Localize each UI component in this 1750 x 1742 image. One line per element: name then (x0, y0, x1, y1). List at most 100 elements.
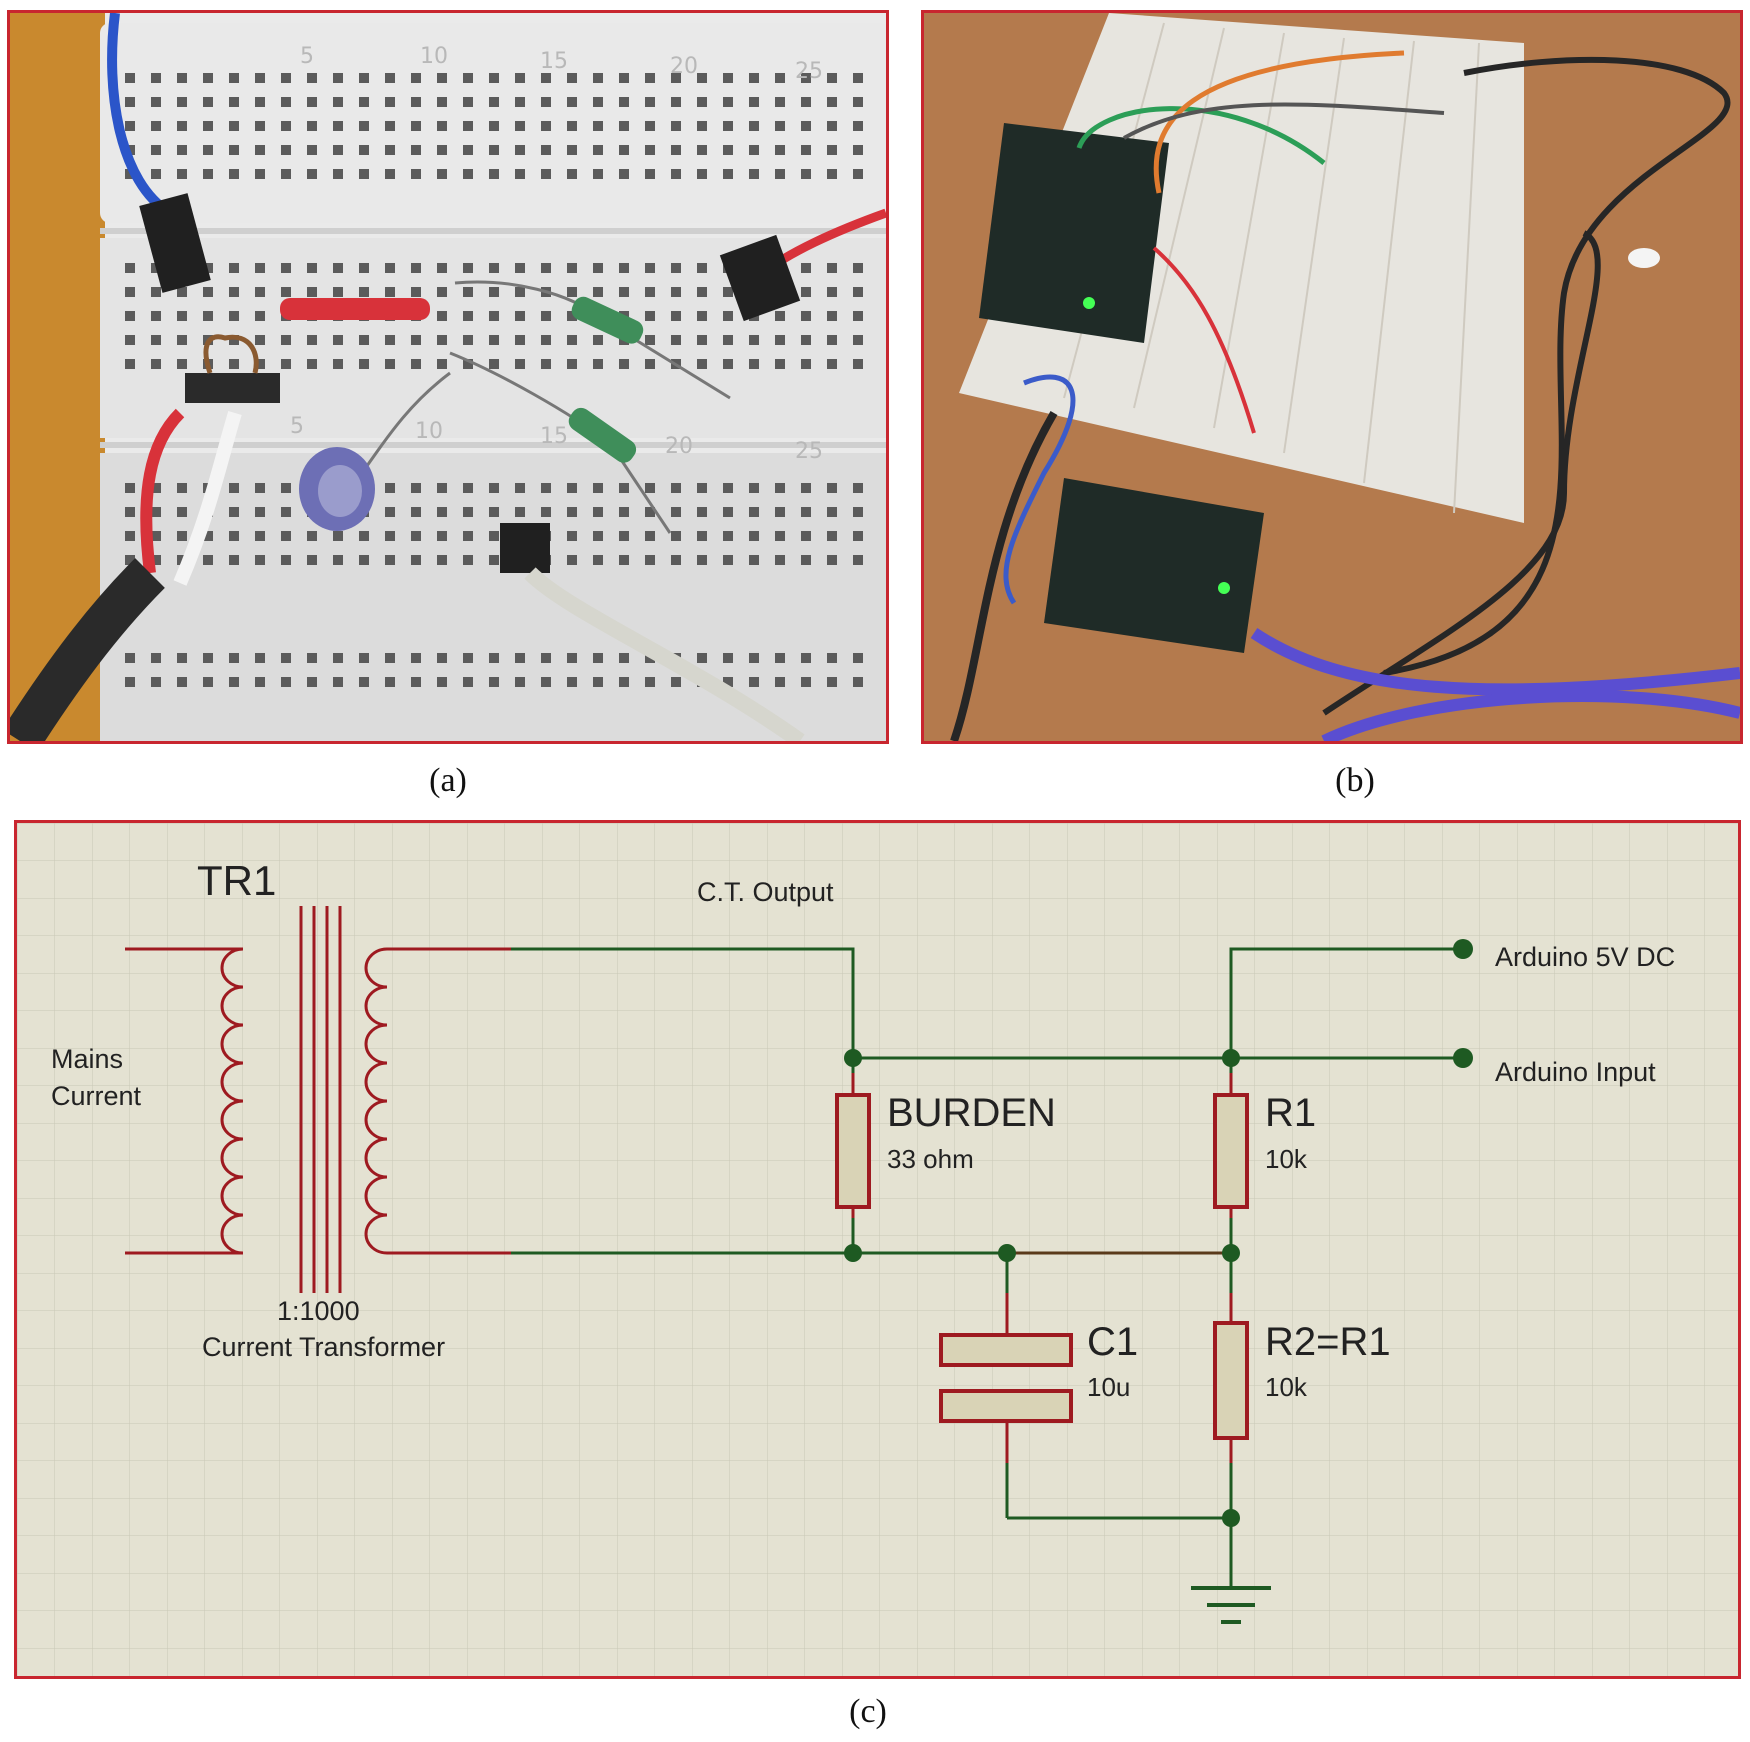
breadboard-hole (645, 263, 655, 273)
column-number: 25 (795, 439, 823, 464)
green-wire (1076, 106, 1326, 165)
breadboard-hole (749, 677, 759, 687)
breadboard-hole (801, 531, 811, 541)
breadboard-hole (515, 483, 525, 493)
breadboard-hole (775, 555, 785, 565)
breadboard-hole (177, 483, 187, 493)
breadboard-hole (151, 507, 161, 517)
breadboard-hole (541, 311, 551, 321)
breadboard-hole (255, 311, 265, 321)
breadboard-hole (801, 311, 811, 321)
breadboard-hole (489, 677, 499, 687)
circuit-schematic: TR1 Mains Current 1:1000 Current Transfo… (17, 823, 1738, 1676)
breadboard-hole (437, 531, 447, 541)
blue-wire (1003, 374, 1076, 605)
breadboard-hole (645, 555, 655, 565)
breadboard-hole (281, 121, 291, 131)
breadboard-hole (515, 287, 525, 297)
breadboard-hole (567, 555, 577, 565)
breadboard-hole (775, 73, 785, 83)
breadboard-hole (619, 169, 629, 179)
breadboard-hole (385, 121, 395, 131)
breadboard-hole (333, 121, 343, 131)
arduino-board (1044, 478, 1264, 653)
breadboard-hole (567, 73, 577, 83)
breadboard-hole (281, 263, 291, 273)
orange-wire (1153, 50, 1405, 194)
breadboard-hole (801, 335, 811, 345)
r2-value-label: 10k (1265, 1372, 1308, 1402)
breadboard-hole (359, 555, 369, 565)
breadboard-hole (749, 145, 759, 155)
breadboard-hole (281, 287, 291, 297)
breadboard-hole (489, 73, 499, 83)
breadboard-hole (359, 263, 369, 273)
terminal-5v (1453, 939, 1473, 959)
breadboard-hole (489, 263, 499, 273)
breadboard-hole (437, 73, 447, 83)
breadboard-hole (307, 97, 317, 107)
breadboard-hole (229, 263, 239, 273)
breadboard-hole (619, 287, 629, 297)
breadboard-hole (853, 507, 863, 517)
breadboard-hole (385, 263, 395, 273)
transformer-desc-label: Current Transformer (202, 1332, 445, 1362)
breadboard-hole (203, 287, 213, 297)
breadboard-hole (541, 483, 551, 493)
breadboard-hole (333, 335, 343, 345)
breadboard-hole (463, 311, 473, 321)
breadboard-hole (255, 97, 265, 107)
breadboard-hole (281, 507, 291, 517)
breadboard-hole (723, 73, 733, 83)
breadboard-hole (723, 677, 733, 687)
breadboard-hole (307, 169, 317, 179)
breadboard-hole (437, 335, 447, 345)
breadboard-hole (125, 677, 135, 687)
breadboard-hole (385, 555, 395, 565)
breadboard-hole (827, 555, 837, 565)
breadboard-hole (411, 359, 421, 369)
breadboard-hole (749, 653, 759, 663)
breadboard-hole (489, 507, 499, 517)
breadboard-hole (229, 531, 239, 541)
breadboard-hole (593, 555, 603, 565)
column-number: 10 (420, 44, 448, 69)
breadboard-hole (489, 97, 499, 107)
capacitor-c1-plate (939, 1389, 1073, 1423)
breadboard-hole (541, 359, 551, 369)
breadboard-hole (697, 145, 707, 155)
white-cable (524, 567, 805, 741)
breadboard-hole (775, 335, 785, 345)
ground-symbol (1191, 1586, 1271, 1624)
breadboard-hole (853, 73, 863, 83)
breadboard-hole (359, 335, 369, 345)
breadboard-hole (281, 335, 291, 345)
breadboard-hole (281, 531, 291, 541)
resistor (568, 407, 637, 463)
breadboard-hole (567, 677, 577, 687)
resistor (571, 296, 644, 344)
breadboard-hole (489, 483, 499, 493)
breadboard-hole (307, 121, 317, 131)
breadboard-hole (853, 555, 863, 565)
breadboard-hole (203, 121, 213, 131)
breadboard-hole (203, 653, 213, 663)
breadboard-hole (385, 507, 395, 517)
breadboard-hole (801, 653, 811, 663)
junction-dot (844, 1244, 862, 1262)
breadboard-hole (203, 531, 213, 541)
breadboard-hole (307, 335, 317, 345)
breadboard-hole (567, 145, 577, 155)
breadboard-hole (463, 653, 473, 663)
transformer-tr1 (125, 906, 511, 1293)
breadboard-hole (801, 555, 811, 565)
breadboard-hole (177, 169, 187, 179)
breadboard-hole (775, 653, 785, 663)
breadboard-hole (515, 145, 525, 155)
breadboard-hole (801, 359, 811, 369)
breadboard-hole (229, 507, 239, 517)
breadboard-hole (697, 531, 707, 541)
photo-panel-a: 5 10 15 20 25 5 10 15 20 25 (7, 10, 889, 744)
breadboard-hole (645, 121, 655, 131)
breadboard-hole (723, 483, 733, 493)
